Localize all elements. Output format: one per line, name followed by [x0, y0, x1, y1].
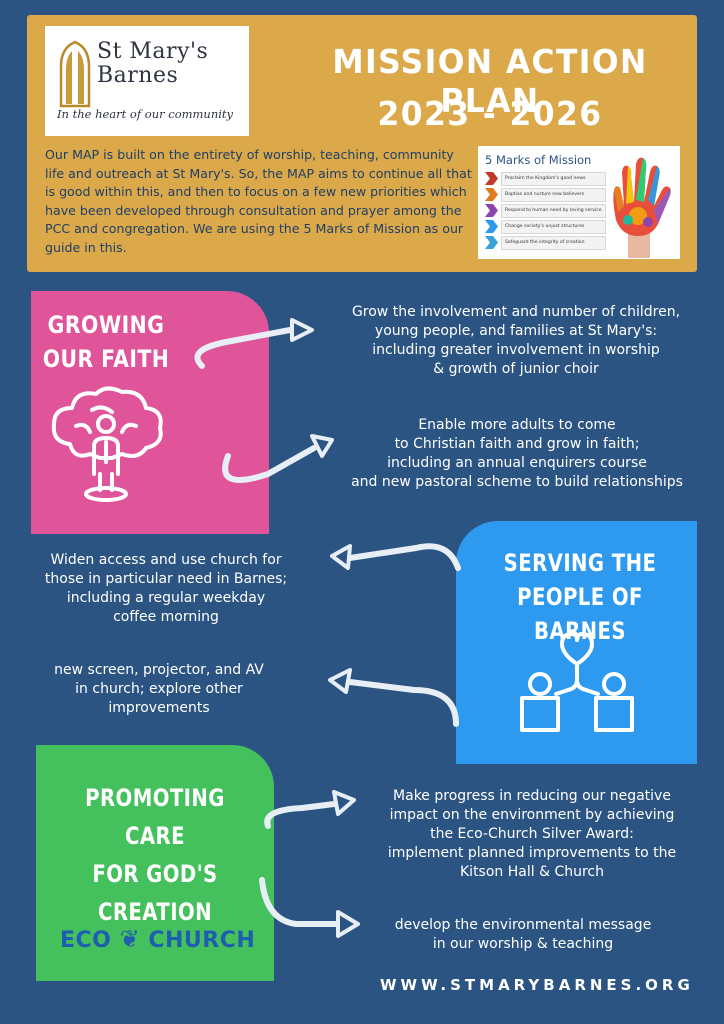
text-line: and new pastoral scheme to build relatio… [351, 474, 683, 490]
intro-paragraph: Our MAP is built on the entirety of wors… [45, 147, 472, 255]
two-people-heart-icon [520, 632, 634, 732]
marks-of-mission-card: 5 Marks of Mission Proclaim the Kingdom'… [478, 146, 680, 259]
logo-name: St Mary's Barnes [97, 40, 247, 88]
mark-item: Baptise and nurture new believers [485, 188, 606, 202]
arrow-serving-1-head [330, 544, 352, 570]
arrow-serving-2 [347, 679, 459, 727]
growing-title-line2: OUR FAITH [42, 345, 170, 373]
mark-item: Change society's unjust structures [485, 220, 606, 234]
arrow-promoting-1-head [332, 790, 356, 816]
growing-title-line1: GROWING [47, 311, 165, 339]
arrow-serving-1 [347, 543, 461, 571]
text-line: Widen access and use church for [50, 552, 282, 568]
mark-item-label: Change society's unjust structures [501, 220, 606, 234]
chevron-icon [485, 204, 498, 217]
page-subtitle-years: 2023 - 2026 [377, 94, 603, 133]
text-line: young people, and families at St Mary's: [374, 323, 658, 339]
logo-tagline: In the heart of our community [57, 107, 234, 121]
logo-name-line2: Barnes [97, 63, 179, 88]
growing-item-1: Grow the involvement and number of child… [324, 303, 708, 379]
eco-logo-left: ECO [60, 928, 112, 953]
text-line: develop the environmental message [394, 917, 652, 933]
serving-item-2: new screen, projector, and AV in church;… [28, 661, 290, 718]
text-line: including an annual enquirers course [387, 455, 647, 471]
serving-title-line1: SERVING THE [503, 549, 657, 577]
text-line: Enable more adults to come [418, 417, 616, 433]
painted-hand-icon [613, 157, 671, 258]
marks-card-title: 5 Marks of Mission [485, 153, 592, 167]
text-line: Kitson Hall & Church [460, 864, 604, 880]
promoting-title-line2: FOR GOD'S [92, 860, 218, 888]
church-logo[interactable] [45, 26, 249, 136]
mark-item: Respond to human need by loving service [485, 204, 606, 218]
website-link[interactable]: WWW.STMARYBARNES.ORG [380, 976, 694, 994]
church-window-icon [59, 40, 91, 108]
chevron-icon [485, 188, 498, 201]
chevron-icon [485, 220, 498, 233]
chevron-icon [485, 236, 498, 249]
serving-title-line2: PEOPLE OF BARNES [517, 583, 643, 645]
text-line: including a regular weekday [66, 590, 266, 606]
page-title: MISSION ACTION PLAN [332, 42, 648, 120]
serving-the-people-panel [456, 521, 697, 764]
mark-item: Proclaim the Kingdom's good news [485, 172, 606, 186]
promoting-care-panel [36, 745, 274, 981]
growing-title: GROWING OUR FAITH [42, 308, 170, 376]
text-line: Make progress in reducing our negative [393, 788, 671, 804]
arrow-promoting-1 [264, 801, 337, 829]
text-line: impact on the environment by achieving [389, 807, 675, 823]
mark-item: Safeguard the integrity of creation [485, 236, 606, 250]
promoting-title-line3: CREATION [98, 898, 212, 926]
mark-item-label: Baptise and nurture new believers [501, 188, 606, 202]
mark-item-label: Respond to human need by loving service [501, 204, 606, 218]
growing-our-faith-panel [31, 291, 269, 534]
text-line: in church; explore other [75, 681, 243, 697]
text-line: those in particular need in Barnes; [44, 571, 288, 587]
arrow-growing-2 [222, 445, 317, 483]
promoting-item-1: Make progress in reducing our negative i… [360, 787, 704, 882]
text-line: new screen, projector, and AV [54, 662, 264, 678]
text-line: implement planned improvements to the [387, 845, 677, 861]
eco-church-logo[interactable]: ECO ❦ CHURCH [60, 925, 260, 959]
serving-title: SERVING THE PEOPLE OF BARNES [483, 546, 677, 648]
oak-leaf-icon: ❦ [119, 925, 141, 953]
arrow-promoting-2-head [336, 910, 360, 938]
serving-item-1: Widen access and use church for those in… [22, 551, 310, 627]
arrow-promoting-2 [259, 877, 339, 927]
arrow-serving-2-head [328, 668, 352, 694]
text-line: in our worship & teaching [432, 936, 614, 952]
logo-name-line1: St Mary's [97, 39, 209, 64]
arrow-growing-1-head [290, 318, 314, 342]
text-line: the Eco-Church Silver Award: [430, 826, 634, 842]
text-line: to Christian faith and grow in faith; [394, 436, 640, 452]
promoting-title-line1: PROMOTING CARE [85, 784, 225, 850]
mark-item-label: Safeguard the integrity of creation [501, 236, 606, 250]
arrow-growing-1 [194, 327, 293, 369]
person-thinking-tree-icon [51, 386, 163, 502]
text-line: including greater involvement in worship [372, 342, 660, 358]
arrow-growing-2-head [310, 434, 334, 458]
text-line: coffee morning [113, 609, 219, 625]
text-line: & growth of junior choir [433, 361, 599, 377]
growing-item-2: Enable more adults to come to Christian … [322, 416, 712, 492]
eco-logo-right: CHURCH [148, 928, 256, 953]
text-line: improvements [108, 700, 210, 716]
text-line: Grow the involvement and number of child… [351, 304, 681, 320]
promoting-item-2: develop the environmental message in our… [380, 916, 666, 954]
promoting-title: PROMOTING CARE FOR GOD'S CREATION [57, 779, 252, 931]
chevron-icon [485, 172, 498, 185]
mark-item-label: Proclaim the Kingdom's good news [501, 172, 606, 186]
